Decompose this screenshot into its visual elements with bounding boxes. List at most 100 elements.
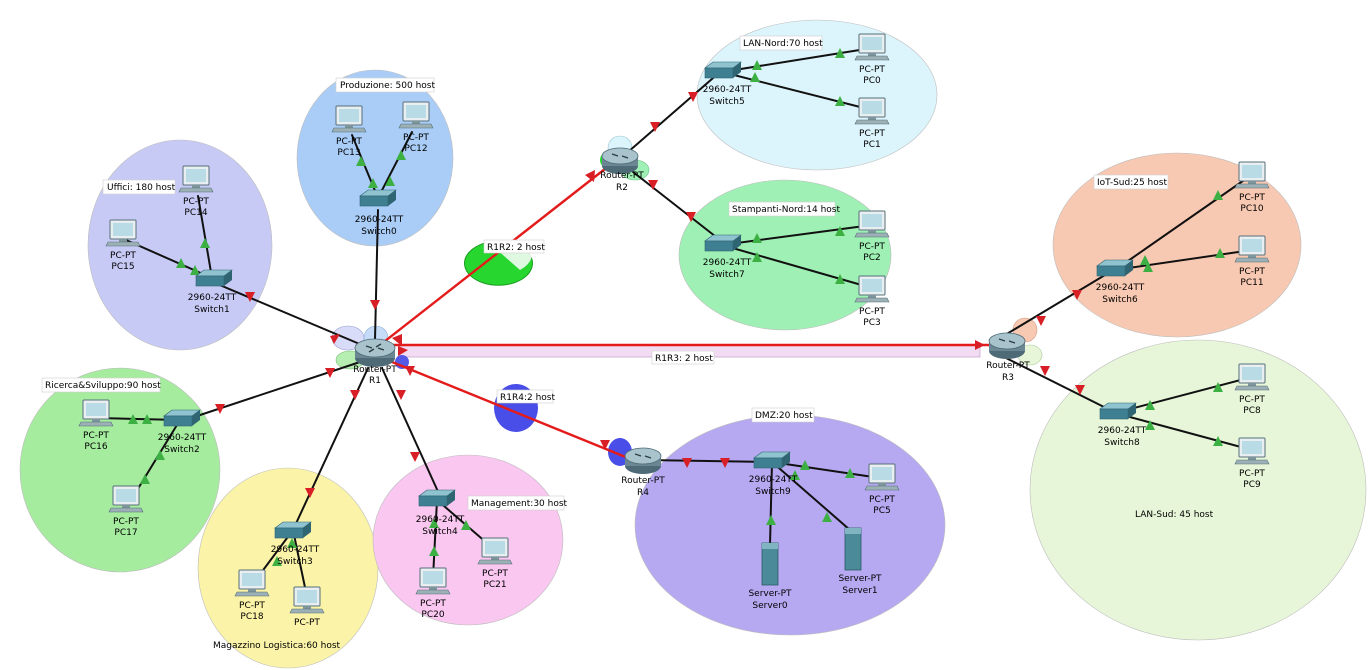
switch-sw1[interactable] [195, 269, 233, 287]
switch-sw4[interactable] [418, 489, 456, 507]
zone-iot-sud [1052, 152, 1302, 338]
sw9-name-label: Switch9 [755, 487, 791, 497]
link-r1-sw0[interactable] [374, 209, 379, 341]
pc-15-monitor-icon[interactable] [105, 219, 141, 247]
pc9-name-label: PC9 [1243, 480, 1261, 490]
link-label-r1r2: R1R2: 2 host [487, 243, 545, 253]
pc-17-monitor-icon[interactable] [108, 485, 144, 513]
zone-labels: Produzione: 500 host Uffici: 180 host LA… [41, 35, 1214, 651]
zone-label-lan-nord: LAN-Nord:70 host [743, 39, 823, 49]
pc-5-monitor-icon[interactable] [864, 463, 900, 491]
link-r1-sw4[interactable] [381, 367, 441, 497]
device-labels: Router-PT R1 Router-PT R2 Router-PT R3 R… [158, 85, 1147, 611]
pc3-name-label: PC3 [863, 318, 880, 328]
sw0-name-label: Switch0 [361, 227, 397, 237]
switch-sw6[interactable] [1096, 259, 1134, 277]
srv1-name-label: Server1 [842, 586, 877, 596]
pc18-type-label: PC-PT [239, 601, 265, 611]
r4-type-label: Router-PT [621, 476, 665, 486]
zone-management [372, 454, 564, 626]
pc-1-monitor-icon[interactable] [854, 97, 890, 125]
pc-0-monitor-icon[interactable] [854, 33, 890, 61]
link-r4-sw9[interactable] [644, 459, 771, 463]
pc0-name-label: PC0 [863, 76, 881, 86]
pc19-type-label: PC-PT [294, 618, 320, 628]
sw2-name-label: Switch2 [164, 445, 199, 455]
sw1-name-label: Switch1 [194, 305, 229, 315]
router-r2[interactable] [601, 147, 639, 174]
r1-type-label: Router-PT [353, 365, 397, 375]
pc-icons [78, 33, 1270, 614]
router-r1[interactable] [354, 338, 396, 367]
sw6-type-label: 2960-24TT [1096, 283, 1145, 293]
zone-magazzino-logistica [197, 467, 379, 669]
sw5-name-label: Switch5 [709, 97, 744, 107]
switch-sw9[interactable] [753, 451, 791, 469]
switch-sw5[interactable] [704, 61, 742, 79]
pc18-name-label: PC18 [240, 612, 263, 622]
pc17-name-label: PC17 [114, 528, 137, 538]
pc-16-monitor-icon[interactable] [78, 399, 114, 427]
link-r3-sw8[interactable] [999, 354, 1111, 411]
pc-8-monitor-icon[interactable] [1234, 363, 1270, 391]
pc-2-monitor-icon[interactable] [854, 210, 890, 238]
link-label-r1r4: R1R4:2 host [500, 393, 555, 403]
pc-13-monitor-icon[interactable] [331, 105, 367, 133]
pc-9-monitor-icon[interactable] [1234, 437, 1270, 465]
pc-18-monitor-icon[interactable] [234, 569, 270, 597]
pc-11-monitor-icon[interactable] [1234, 235, 1270, 263]
pc-14-monitor-icon[interactable] [178, 165, 214, 193]
pc15-name-label: PC15 [111, 262, 134, 272]
link-r1-r2[interactable] [378, 163, 612, 347]
zone-label-stampanti-nord: Stampanti-Nord:14 host [732, 205, 840, 215]
sw9-type-label: 2960-24TT [749, 475, 798, 485]
pc16-type-label: PC-PT [83, 431, 109, 441]
sw7-name-label: Switch7 [709, 270, 744, 280]
pc-3-monitor-icon[interactable] [854, 275, 890, 303]
router-r3[interactable] [988, 332, 1026, 359]
link-r3-sw6[interactable] [999, 271, 1111, 339]
link-r2-sw5[interactable] [627, 71, 721, 153]
pc5-name-label: PC5 [873, 506, 890, 516]
pc2-type-label: PC-PT [859, 242, 885, 252]
pc20-name-label: PC20 [421, 610, 444, 620]
link-label-r1r3: R1R3: 2 host [655, 354, 713, 364]
switch-sw8[interactable] [1099, 402, 1137, 420]
pc-21-monitor-icon[interactable] [477, 537, 513, 565]
pc-labels: PC-PTPC0PC-PTPC1PC-PTPC2PC-PTPC3PC-PTPC5… [83, 65, 1265, 628]
pc9-type-label: PC-PT [1239, 469, 1265, 479]
link-r1-r4[interactable] [390, 360, 630, 460]
pc13-type-label: PC-PT [336, 137, 362, 147]
sw7-type-label: 2960-24TT [703, 258, 752, 268]
pc1-type-label: PC-PT [859, 129, 885, 139]
link-r2-sw7[interactable] [627, 167, 721, 241]
pc14-type-label: PC-PT [183, 197, 209, 207]
zone-label-produzione: Produzione: 500 host [340, 81, 435, 91]
pc-12-monitor-icon[interactable] [398, 101, 434, 129]
pc10-name-label: PC10 [1240, 204, 1263, 214]
switch-sw3[interactable] [274, 521, 312, 539]
pc5-type-label: PC-PT [869, 495, 895, 505]
pc1-name-label: PC1 [863, 140, 880, 150]
pc-20-monitor-icon[interactable] [415, 567, 451, 595]
pc-19-monitor-icon[interactable] [289, 586, 325, 614]
devices [78, 33, 1270, 614]
pc12-type-label: PC-PT [403, 133, 429, 143]
r2-type-label: Router-PT [600, 171, 644, 181]
pc13-name-label: PC13 [337, 148, 360, 158]
router-r4[interactable] [624, 447, 662, 474]
pc-10-monitor-icon[interactable] [1234, 161, 1270, 189]
link-r1-sw2[interactable] [184, 361, 361, 421]
server-srv1[interactable] [844, 527, 862, 571]
server-srv0[interactable] [761, 542, 779, 586]
zone-label-lan-sud: LAN-Sud: 45 host [1135, 510, 1214, 520]
sw3-type-label: 2960-24TT [271, 545, 320, 555]
r2-name-label: R2 [616, 183, 628, 193]
switch-sw7[interactable] [704, 234, 742, 252]
switch-sw2[interactable] [163, 409, 201, 427]
sw6-name-label: Switch6 [1102, 295, 1138, 305]
pc3-type-label: PC-PT [859, 307, 885, 317]
pc20-type-label: PC-PT [420, 599, 446, 609]
switch-sw0[interactable] [359, 189, 397, 207]
